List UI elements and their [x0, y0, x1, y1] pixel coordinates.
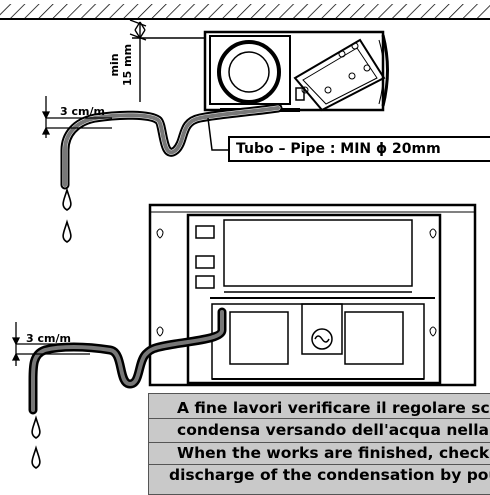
water-drops-top [62, 187, 72, 243]
notice-divider [149, 464, 490, 465]
notice-line-italian-1: A fine lavori verificare il regolare sca… [177, 399, 490, 417]
pipe-leader-line [207, 117, 228, 151]
notice-line-italian-2: condensa versando dell'acqua nella vasch… [177, 421, 490, 439]
side-view-unit [203, 30, 389, 112]
slope-indicator-top [41, 96, 112, 138]
notice-divider [149, 418, 490, 419]
notice-line-english-1: When the works are finished, check the [177, 444, 490, 462]
drain-pipe-top [60, 103, 283, 190]
slope-indicator-bottom [11, 322, 90, 366]
min-clearance-label: min 15 mm [108, 44, 134, 86]
notice-line-english-2: discharge of the condensation by pouring… [169, 466, 490, 484]
notice-divider [149, 442, 490, 443]
drain-pipe-bottom [28, 307, 227, 415]
pipe-spec-label: Tubo – Pipe : MIN ϕ 20mm [228, 136, 490, 162]
installation-notice: A fine lavori verificare il regolare sca… [148, 393, 490, 495]
min-clearance-line2: 15 mm [121, 43, 134, 86]
ceiling [0, 4, 490, 20]
water-drops-bottom [31, 415, 41, 469]
front-view-unit [148, 203, 477, 387]
slope-label-top: 3 cm/m [60, 105, 105, 118]
clearance-dimension [129, 19, 205, 102]
min-clearance-line1: min [108, 53, 121, 77]
slope-label-bottom: 3 cm/m [26, 332, 71, 345]
